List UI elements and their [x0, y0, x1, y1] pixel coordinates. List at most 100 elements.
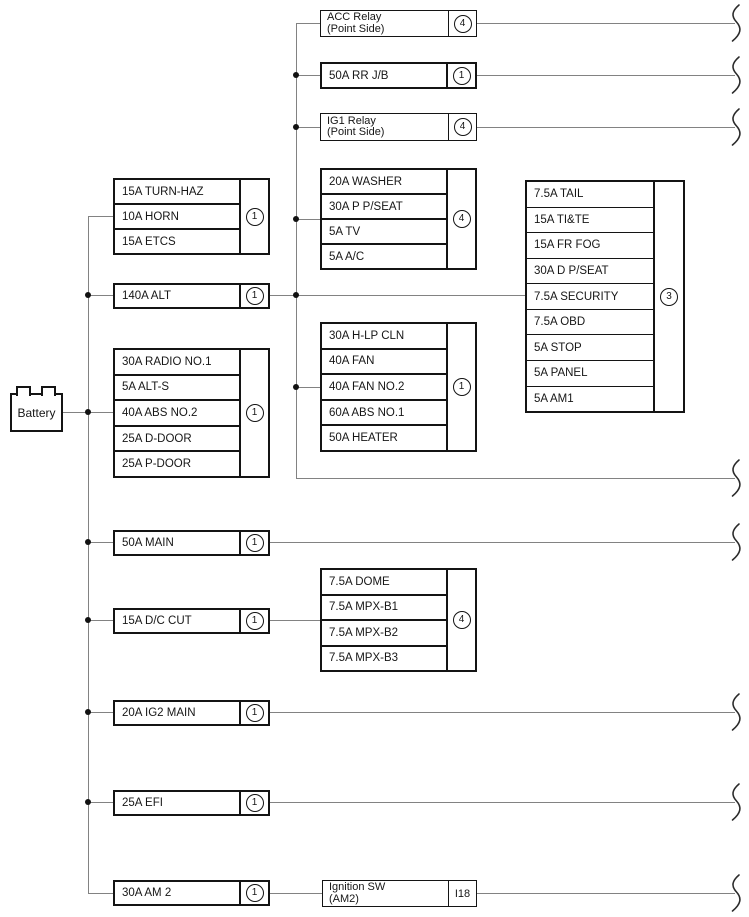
junction-dot [293, 124, 299, 130]
fuse-row: 5A STOP [527, 335, 653, 361]
connector-ref-cell: 1 [239, 532, 268, 554]
circled-number: 1 [245, 794, 264, 812]
fuse-row: 7.5A MPX-B2 [322, 621, 446, 647]
battery-label: Battery [17, 405, 56, 420]
junction-dot [293, 72, 299, 78]
connector-ref-cell: 4 [448, 11, 476, 36]
fuse-row: 5A A/C [329, 250, 365, 263]
wire-break-icon [731, 4, 741, 42]
connector-ref-cell: 1 [239, 350, 268, 476]
connector-ref-cell: 1 [446, 324, 475, 450]
fuse-box-20a-ig2-main: 20A IG2 MAIN 1 [113, 700, 270, 726]
wire [270, 893, 322, 894]
fuse-row: 30A RADIO NO.1 [115, 350, 239, 376]
wire [296, 75, 321, 76]
fuse-row: 10A HORN [115, 205, 239, 230]
wire [477, 893, 735, 894]
circled-number: 1 [245, 287, 264, 305]
circled-number: 4 [453, 118, 472, 136]
fuse-box-25a-efi: 25A EFI 1 [113, 790, 270, 816]
switch-label-line2: (AM2) [329, 892, 359, 905]
connector-ref-cell: 1 [239, 285, 268, 307]
fuse-group-washer-pseat-tv-ac: 20A WASHER 30A P P/SEAT 5A TV 5A A/C 4 [320, 168, 477, 270]
wire [296, 23, 297, 479]
wire [88, 542, 114, 543]
connector-ref-cell: 4 [448, 114, 476, 140]
fuse-row: 40A ABS NO.2 [115, 401, 239, 427]
relay-label-line2: (Point Side) [327, 22, 385, 35]
fuse-row: 5A PANEL [527, 361, 653, 387]
wire [296, 23, 321, 24]
fuse-row: 5A AM1 [534, 392, 574, 405]
fuse-label: 140A ALT [122, 290, 172, 302]
connector-ref-cell: 3 [653, 182, 683, 411]
fuse-row: 25A D-DOOR [115, 427, 239, 453]
fuse-row: 60A ABS NO.1 [322, 401, 446, 427]
fuse-box-140a-alt: 140A ALT 1 [113, 283, 270, 309]
wire [477, 23, 735, 24]
circled-number: 3 [660, 287, 678, 306]
circled-number: 1 [245, 207, 264, 226]
junction-dot [85, 799, 91, 805]
fuse-row: 50A HEATER [329, 432, 398, 445]
junction-dot [85, 409, 91, 415]
connector-ref-cell: I18 [448, 881, 476, 906]
wire [296, 387, 321, 388]
wire [88, 620, 114, 621]
wire-break-icon [731, 783, 741, 821]
relay-label-line2: (Point Side) [327, 126, 385, 138]
switch-label-line1: Ignition SW [329, 881, 386, 893]
wire [270, 620, 320, 621]
wire [296, 478, 735, 479]
fuse-row: 25A P-DOOR [122, 458, 192, 471]
circled-number: 4 [452, 611, 471, 629]
wire-break-icon [731, 56, 741, 94]
wire-break-icon [731, 459, 741, 497]
wire-break-icon [731, 523, 741, 561]
junction-dot [85, 617, 91, 623]
ignition-switch-box: Ignition SW (AM2) I18 [322, 880, 477, 907]
fuse-group-radio-altS-abs-doors: 30A RADIO NO.1 5A ALT-S 40A ABS NO.2 25A… [113, 348, 270, 478]
relay-box-ig1: IG1 Relay (Point Side) 4 [320, 113, 477, 141]
circled-number: 1 [245, 884, 264, 902]
connector-ref-cell: 4 [446, 570, 475, 670]
circled-number: 4 [452, 210, 471, 228]
fuse-label: 25A EFI [122, 797, 163, 809]
fuse-row: 40A FAN [322, 350, 446, 376]
junction-dot [85, 539, 91, 545]
fuse-row: 30A D P/SEAT [527, 259, 653, 285]
connector-ref-cell: 1 [239, 610, 268, 632]
junction-dot [293, 292, 299, 298]
fuse-row: 7.5A MPX-B3 [329, 652, 399, 665]
circled-number: 1 [245, 404, 264, 422]
wire-break-icon [731, 693, 741, 731]
circled-number: 1 [245, 534, 264, 552]
fuse-row: 7.5A TAIL [527, 182, 653, 208]
fuse-group-junction-block: 7.5A TAIL 15A TI&TE 15A FR FOG 30A D P/S… [525, 180, 685, 413]
wire [477, 75, 735, 76]
fuse-row: 15A FR FOG [527, 233, 653, 259]
circled-number: 1 [245, 612, 264, 630]
fuse-row: 7.5A MPX-B1 [322, 596, 446, 621]
wire [296, 219, 321, 220]
fuse-label: 20A IG2 MAIN [122, 707, 196, 719]
wire [270, 542, 735, 543]
connector-ref-cell: 1 [239, 792, 268, 814]
relay-label-line1: IG1 Relay [327, 114, 376, 127]
fuse-box-15a-dc-cut: 15A D/C CUT 1 [113, 608, 270, 634]
junction-dot [85, 292, 91, 298]
connector-ref-cell: 1 [239, 180, 268, 253]
relay-box-acc: ACC Relay (Point Side) 4 [320, 10, 477, 37]
fuse-row: 30A P P/SEAT [322, 195, 446, 220]
fuse-box-50a-main: 50A MAIN 1 [113, 530, 270, 556]
battery-terminal-icon [16, 386, 31, 396]
circled-number: 4 [453, 14, 472, 33]
wire [88, 893, 114, 894]
junction-dot [293, 384, 299, 390]
wire [88, 802, 114, 803]
relay-label-line1: ACC Relay [327, 11, 382, 23]
wire [270, 802, 735, 803]
wire [88, 216, 89, 894]
circled-number: 1 [245, 704, 264, 722]
